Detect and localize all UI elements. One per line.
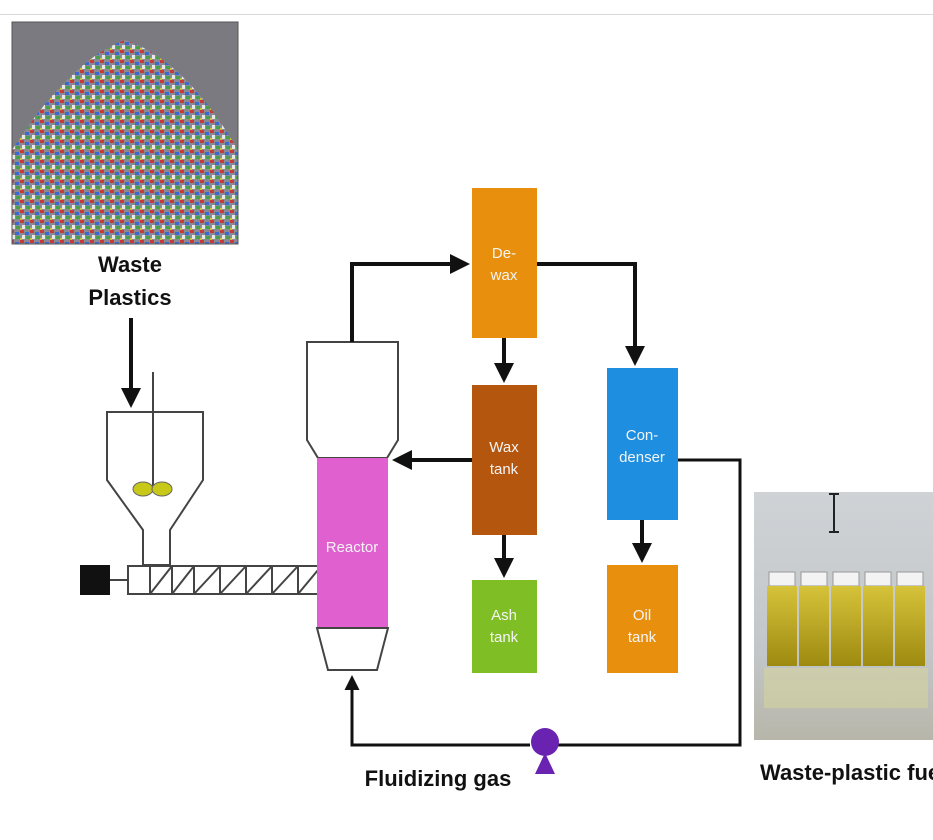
wax-tank-label-line2: tank bbox=[490, 461, 519, 478]
waste-plastics-photo bbox=[11, 21, 239, 245]
dewax-label-line2: wax bbox=[490, 267, 518, 284]
reactor-body bbox=[317, 458, 388, 628]
reactor-freeboard bbox=[306, 341, 399, 459]
fluidizing-gas-label: Fluidizing gas bbox=[365, 766, 512, 791]
ash-tank bbox=[472, 580, 537, 673]
dewax-unit bbox=[472, 188, 537, 338]
oil-tank-label-line1: Oil bbox=[633, 607, 651, 624]
fuel-vial bbox=[863, 571, 893, 666]
ash-tank-label-line2: tank bbox=[490, 629, 519, 646]
fuel-vial bbox=[895, 571, 925, 666]
oil-tank-label: Oil tank bbox=[628, 607, 657, 646]
reactor-label: Reactor bbox=[326, 539, 379, 556]
waste-plastic-fuel-photo bbox=[754, 492, 933, 740]
condenser-label-line1: Con- bbox=[626, 427, 659, 444]
ash-tank-label-line1: Ash bbox=[491, 607, 517, 624]
gas-pump-icon bbox=[531, 728, 559, 774]
feeder-motor bbox=[80, 565, 110, 595]
oil-tank-label-line2: tank bbox=[628, 629, 657, 646]
wax-tank-label: Wax tank bbox=[489, 439, 519, 478]
fuel-vial bbox=[767, 571, 797, 666]
flow-reactor-to-dewax bbox=[350, 254, 470, 342]
screw-feeder bbox=[80, 565, 319, 595]
stirrer-blade-left bbox=[132, 481, 154, 497]
wax-tank bbox=[472, 385, 537, 535]
fuel-vial bbox=[831, 571, 861, 666]
reactor bbox=[306, 341, 399, 671]
waste-plastics-label-line2: Plastics bbox=[88, 285, 171, 310]
flow-gas-recycle-upper bbox=[558, 458, 742, 747]
pump-body bbox=[531, 728, 559, 756]
waste-plastics-label-line1: Waste bbox=[98, 252, 162, 277]
waste-plastic-fuel-label: Waste-plastic fue bbox=[760, 760, 933, 785]
fuel-vial bbox=[799, 571, 829, 666]
flow-gas-recycle-to-reactor bbox=[344, 675, 530, 747]
condenser-label-line2: denser bbox=[619, 449, 665, 466]
top-divider bbox=[0, 14, 933, 15]
wax-tank-label-line1: Wax bbox=[489, 439, 519, 456]
pump-base bbox=[535, 755, 555, 774]
hopper bbox=[106, 372, 204, 566]
condenser bbox=[607, 368, 678, 520]
dewax-label-line1: De- bbox=[492, 245, 516, 262]
condenser-label: Con- denser bbox=[619, 427, 665, 466]
stirrer-blade-right bbox=[151, 481, 173, 497]
oil-tank bbox=[607, 565, 678, 673]
ash-tank-label: Ash tank bbox=[490, 607, 519, 646]
flow-dewax-to-condenser bbox=[537, 262, 645, 366]
dewax-label: De- wax bbox=[490, 245, 518, 284]
reactor-bottom-cone bbox=[315, 627, 390, 671]
